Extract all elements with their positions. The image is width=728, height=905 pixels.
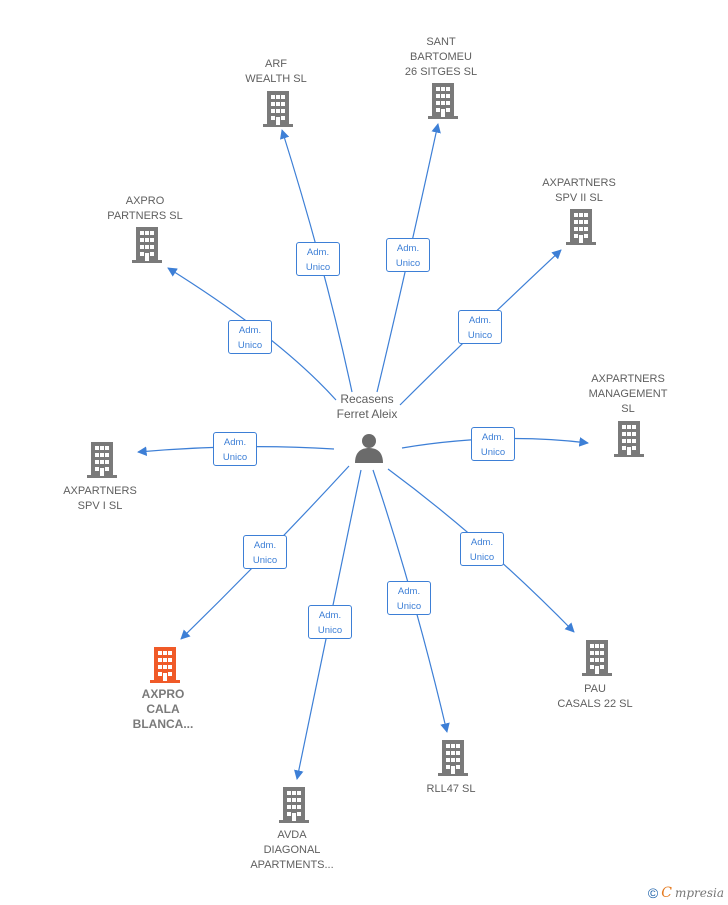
relation-label-pau: Adm. Unico — [460, 532, 504, 566]
building-icon-mgmt[interactable] — [614, 421, 644, 457]
relation-label-mgmt: Adm. Unico — [471, 427, 515, 461]
building-icon-avda[interactable] — [279, 787, 309, 823]
relation-label-spv1: Adm. Unico — [213, 432, 257, 466]
building-icon-rll[interactable] — [438, 740, 468, 776]
building-icon-pau[interactable] — [582, 640, 612, 676]
building-icon-cala[interactable] — [150, 647, 180, 683]
building-icon-arf[interactable] — [263, 91, 293, 127]
relation-label-axpro-partners: Adm. Unico — [228, 320, 272, 354]
building-icon-spv2[interactable] — [566, 209, 596, 245]
company-name-axpro-partners[interactable]: AXPRO PARTNERS SL — [107, 195, 183, 222]
building-icon-sant[interactable] — [428, 83, 458, 119]
company-name-spv2[interactable]: AXPARTNERS SPV II SL — [542, 177, 616, 204]
brand-name: mpresia — [674, 886, 724, 900]
company-name-rll[interactable]: RLL47 SL — [426, 783, 476, 795]
building-icon-axpro-partners[interactable] — [132, 227, 162, 263]
building-icon-spv1[interactable] — [87, 442, 117, 478]
company-name-pau[interactable]: PAU CASALS 22 SL — [557, 683, 633, 710]
copyright-symbol: © — [647, 885, 659, 901]
relation-label-rll: Adm. Unico — [387, 581, 431, 615]
company-name-mgmt[interactable]: AXPARTNERS MANAGEMENT SL — [588, 373, 668, 415]
relation-label-cala: Adm. Unico — [243, 535, 287, 569]
brand-initial: C — [661, 885, 672, 901]
relation-label-arf: Adm. Unico — [296, 242, 340, 276]
company-name-sant[interactable]: SANT BARTOMEU 26 SITGES SL — [404, 36, 478, 78]
company-name-arf[interactable]: ARF WEALTH SL — [245, 58, 307, 85]
company-name-spv1[interactable]: AXPARTNERS SPV I SL — [63, 485, 137, 512]
company-name-cala[interactable]: AXPRO CALA BLANCA... — [132, 687, 194, 731]
company-name-avda[interactable]: AVDA DIAGONAL APARTMENTS... — [250, 829, 334, 871]
relation-label-avda: Adm. Unico — [308, 605, 352, 639]
relation-label-spv2: Adm. Unico — [458, 310, 502, 344]
relation-label-sant: Adm. Unico — [386, 238, 430, 272]
center-person-name[interactable]: Recasens Ferret Aleix — [336, 392, 398, 421]
person-icon[interactable] — [355, 434, 383, 463]
